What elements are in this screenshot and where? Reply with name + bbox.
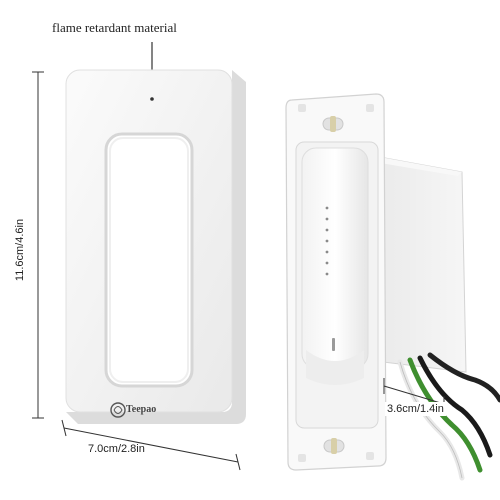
dimmer-level-indicator xyxy=(325,206,329,276)
callout-dot xyxy=(150,97,154,101)
level-dot xyxy=(325,206,329,210)
wire-bundle xyxy=(397,352,500,481)
level-dot xyxy=(325,217,329,221)
wire-black-2 xyxy=(427,352,500,403)
level-dot xyxy=(325,272,329,276)
level-dot xyxy=(325,239,329,243)
height-dimension-label: 11.6cm/4.6in xyxy=(14,218,26,282)
level-dot xyxy=(325,250,329,254)
level-dot xyxy=(325,228,329,232)
width-dimension xyxy=(61,419,241,471)
brand-logo-icon xyxy=(110,402,126,418)
wall-plate-opening xyxy=(104,132,194,388)
wire-green xyxy=(407,357,483,473)
level-dot xyxy=(325,261,329,265)
wire-black xyxy=(417,355,493,458)
height-dimension xyxy=(32,71,44,419)
dimmer-indicator-light xyxy=(332,338,335,351)
brand-name: Teepao xyxy=(126,404,157,415)
material-callout-label: flame retardant material xyxy=(52,20,177,35)
dimmer-paddle xyxy=(301,147,369,369)
wall-plate xyxy=(65,69,246,424)
depth-dimension-label: 3.6cm/1.4in xyxy=(385,402,446,416)
width-dimension-label: 7.0cm/2.8in xyxy=(88,443,145,455)
dimmer-switch xyxy=(285,93,500,481)
